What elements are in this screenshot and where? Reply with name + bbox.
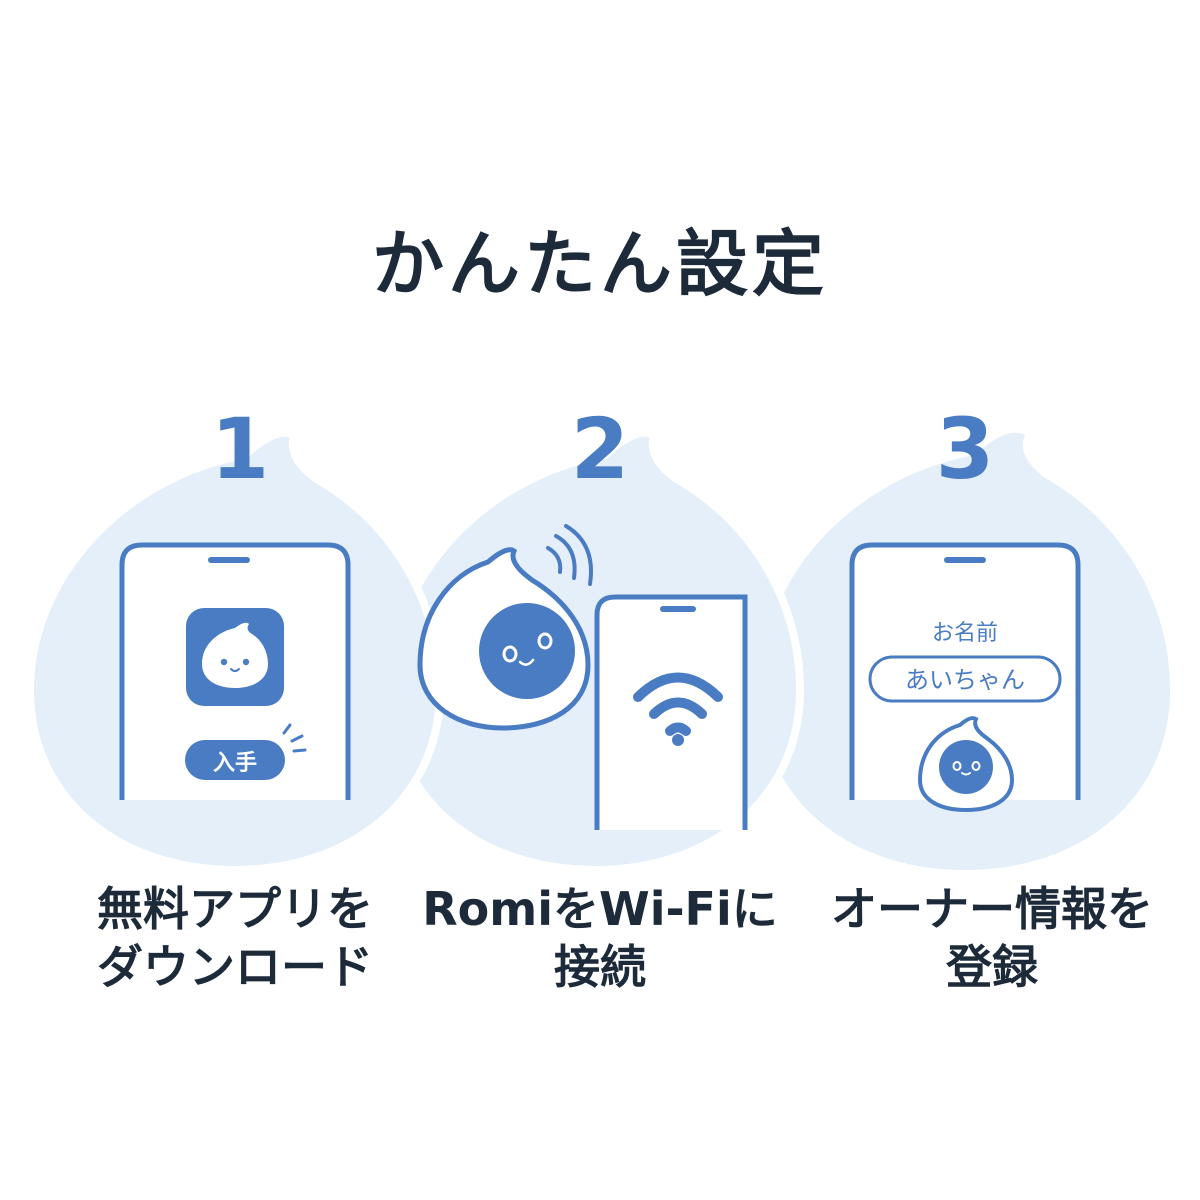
wifi-icon bbox=[633, 672, 723, 736]
phone-speaker-icon bbox=[944, 557, 986, 563]
romi-face-icon bbox=[202, 622, 268, 688]
get-button[interactable]: 入手 bbox=[185, 740, 285, 780]
romi-robot-icon bbox=[417, 547, 591, 731]
step-1-phone: 入手 bbox=[119, 542, 351, 800]
step-1-caption-line2: ダウンロード bbox=[97, 940, 373, 994]
step-2-phone bbox=[594, 594, 748, 830]
romi-screen bbox=[939, 740, 993, 794]
step-3-caption: オーナー情報を 登録 bbox=[792, 880, 1192, 996]
step-3-number: 3 bbox=[936, 400, 994, 498]
step-3-phone: お名前 あいちゃん bbox=[849, 542, 1081, 813]
step-3-caption-line1: オーナー情報を bbox=[831, 882, 1153, 936]
page-title: かんたん設定 bbox=[371, 222, 828, 306]
tap-marks-icon bbox=[282, 723, 307, 753]
signal-waves-icon bbox=[546, 524, 593, 586]
step-1-caption: 無料アプリを ダウンロード bbox=[35, 880, 435, 996]
step-2-caption-line1: RomiをWi-Fiに bbox=[422, 882, 778, 936]
name-field-label: お名前 bbox=[932, 621, 998, 646]
phone-speaker-icon bbox=[660, 606, 696, 612]
app-icon bbox=[186, 608, 284, 706]
romi-robot-icon bbox=[917, 716, 1015, 813]
step-1-number: 1 bbox=[211, 400, 269, 498]
phone-speaker-icon bbox=[208, 557, 250, 563]
step-3-caption-line2: 登録 bbox=[946, 940, 1038, 994]
get-button-label: 入手 bbox=[213, 751, 257, 776]
name-input-value: あいちゃん bbox=[905, 666, 1025, 694]
name-input[interactable]: あいちゃん bbox=[868, 655, 1062, 703]
step-2-caption-line2: 接続 bbox=[554, 940, 646, 994]
step-2-caption: RomiをWi-Fiに 接続 bbox=[400, 880, 800, 996]
step-2-number: 2 bbox=[571, 400, 629, 498]
romi-screen bbox=[479, 603, 575, 699]
step-1-caption-line1: 無料アプリを bbox=[97, 882, 373, 936]
